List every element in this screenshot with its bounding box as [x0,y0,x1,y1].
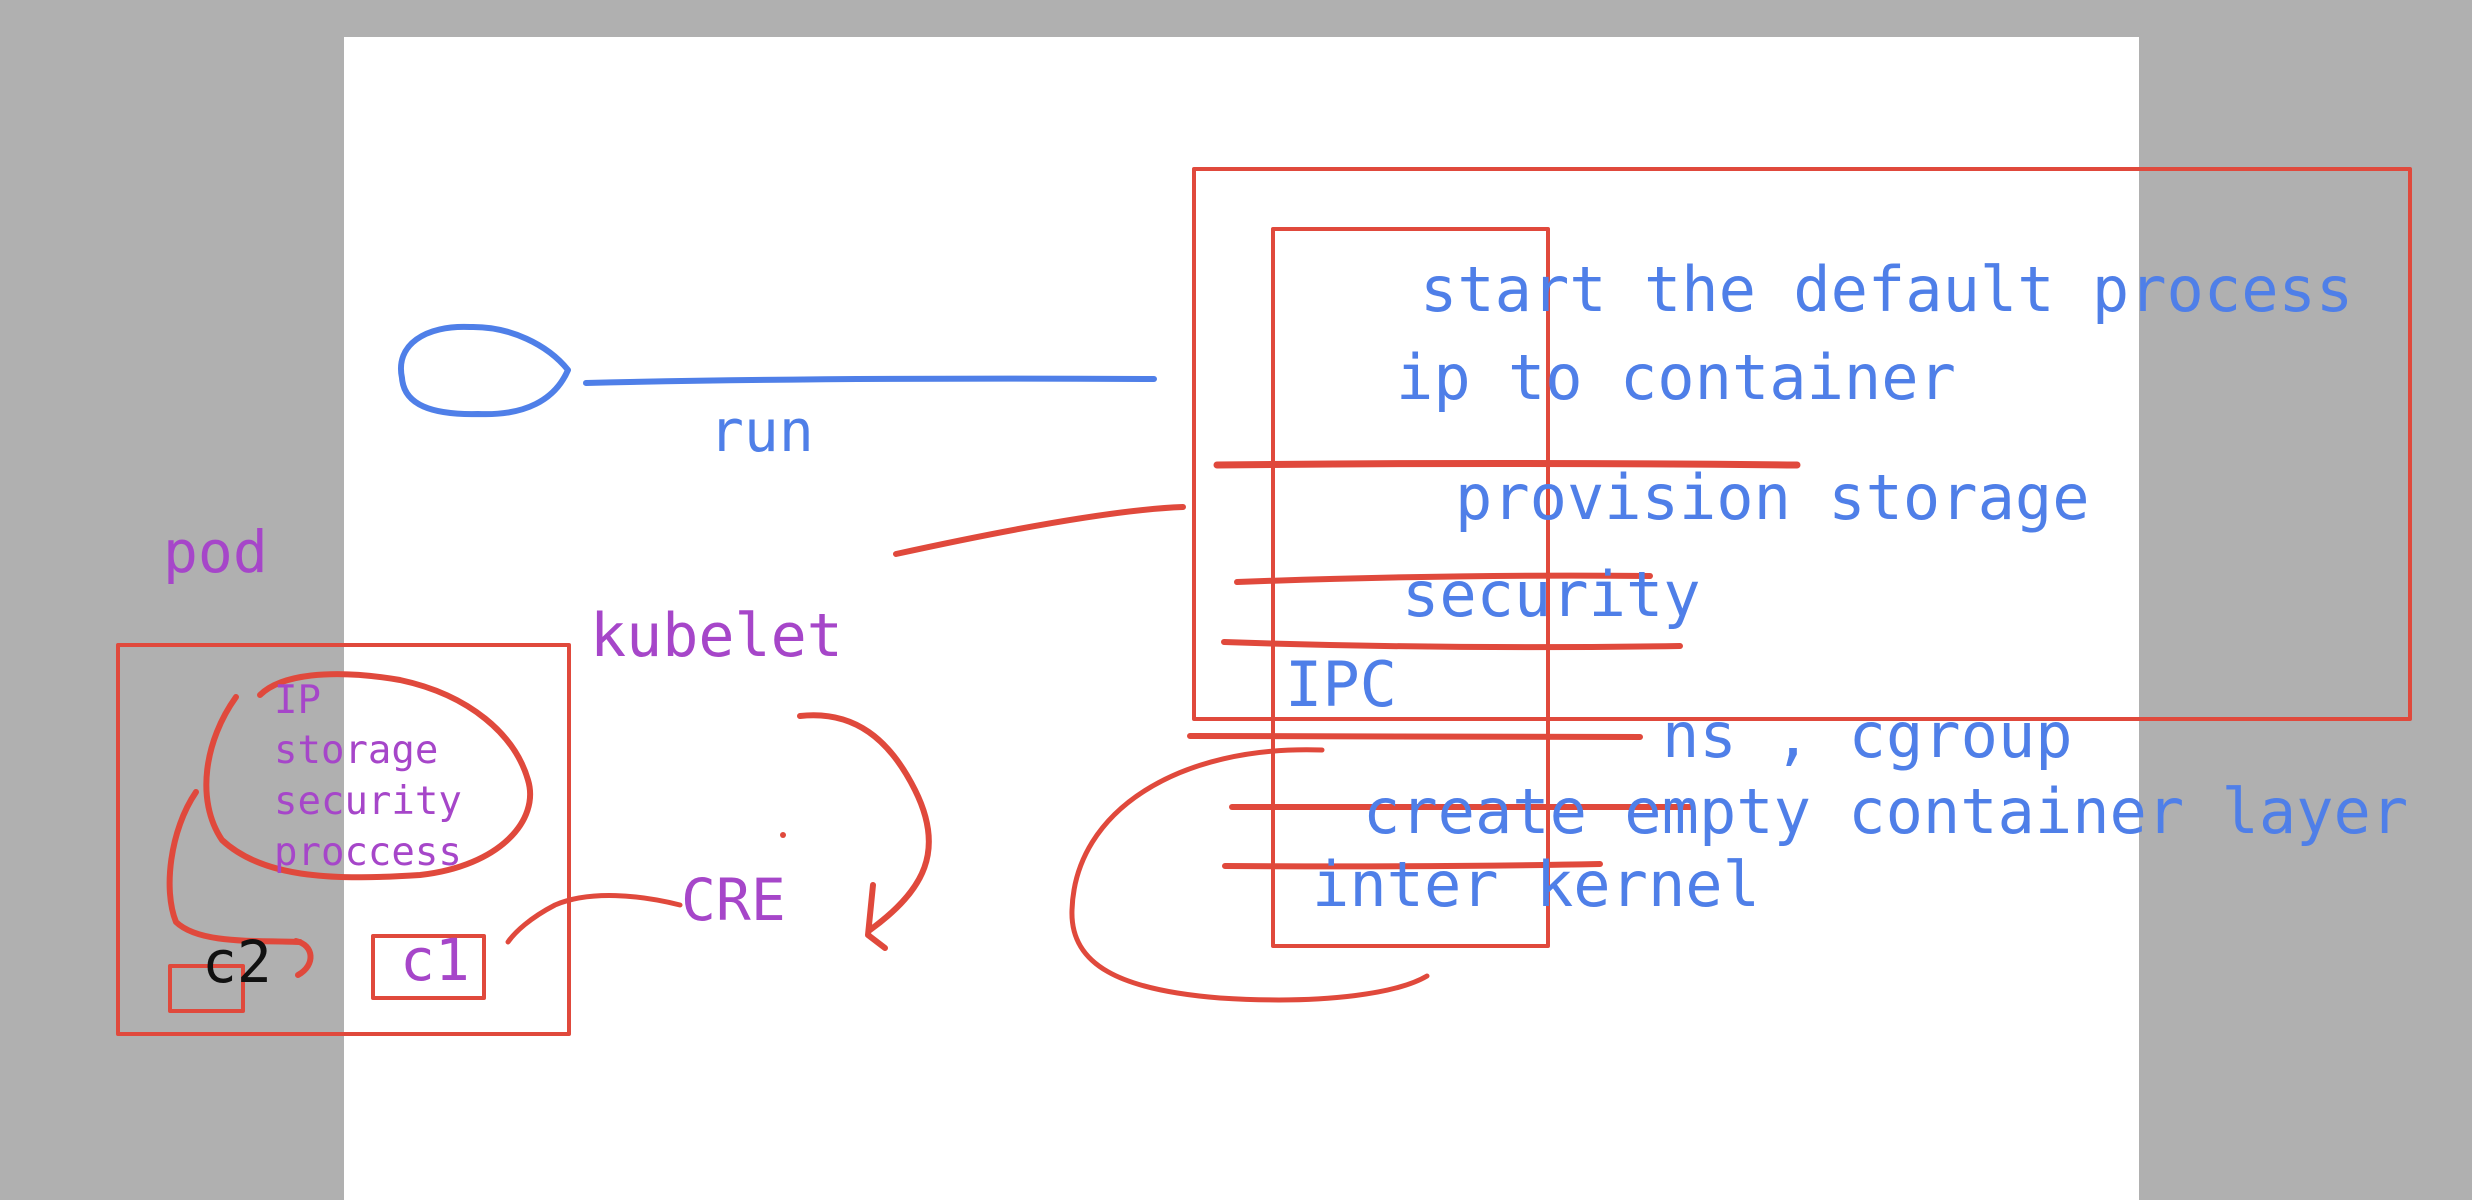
whiteboard-page [344,37,2139,1200]
kubelet-to-steps-line [893,504,1186,557]
ink-dot [780,832,786,838]
step-ns-cgroup: ns , cgroup [1662,699,2073,772]
pod-resource-ip: IP [274,678,321,723]
step-start-default-process: start the default process [1420,253,2353,326]
run-label: run [709,397,814,465]
pod-label: pod [163,518,268,586]
blue-connector-line [583,375,1157,386]
c2-label: c2 [202,928,272,996]
step-inter-kernel: inter kernel [1312,848,1760,921]
c2-box [168,964,245,1013]
steps-inner-box [1271,227,1550,948]
loop-to-c2-arrowhead [293,938,314,978]
step-ip-to-container: ip to container [1396,341,1956,414]
step-provision-storage: provision storage [1455,461,2090,534]
step-create-empty-container-layer: create empty container layer [1363,775,2408,848]
blue-blob [398,323,571,418]
pod-resources-loop [203,671,533,881]
pod-resource-security: security [274,779,462,824]
strike-ns-cgroup [1187,733,1643,740]
kubelet-label: kubelet [590,601,843,671]
strike-provision-storage [1234,572,1653,585]
kubelet-to-cre-arrowhead [865,882,888,951]
step-security: security [1402,558,1701,631]
loop-to-c2-arrow [166,789,303,945]
steps-outer-box [1192,167,2412,721]
pod-box [116,643,571,1036]
cre-to-c1-line [505,893,683,945]
strike-create-empty-layer [1229,803,1693,811]
strike-ip-to-container [1213,460,1801,469]
step-ipc: IPC [1285,648,1397,721]
steps-loop-curve [1069,747,1430,1003]
strike-inter-kernel [1222,861,1603,870]
c1-box [371,934,486,1000]
pod-resource-process: proccess [274,830,462,875]
strike-security [1221,639,1683,651]
c1-label: c1 [400,926,470,994]
cre-label: CRE [681,866,786,934]
kubelet-to-cre-arrow [797,712,932,933]
pod-resource-storage: storage [274,728,438,773]
